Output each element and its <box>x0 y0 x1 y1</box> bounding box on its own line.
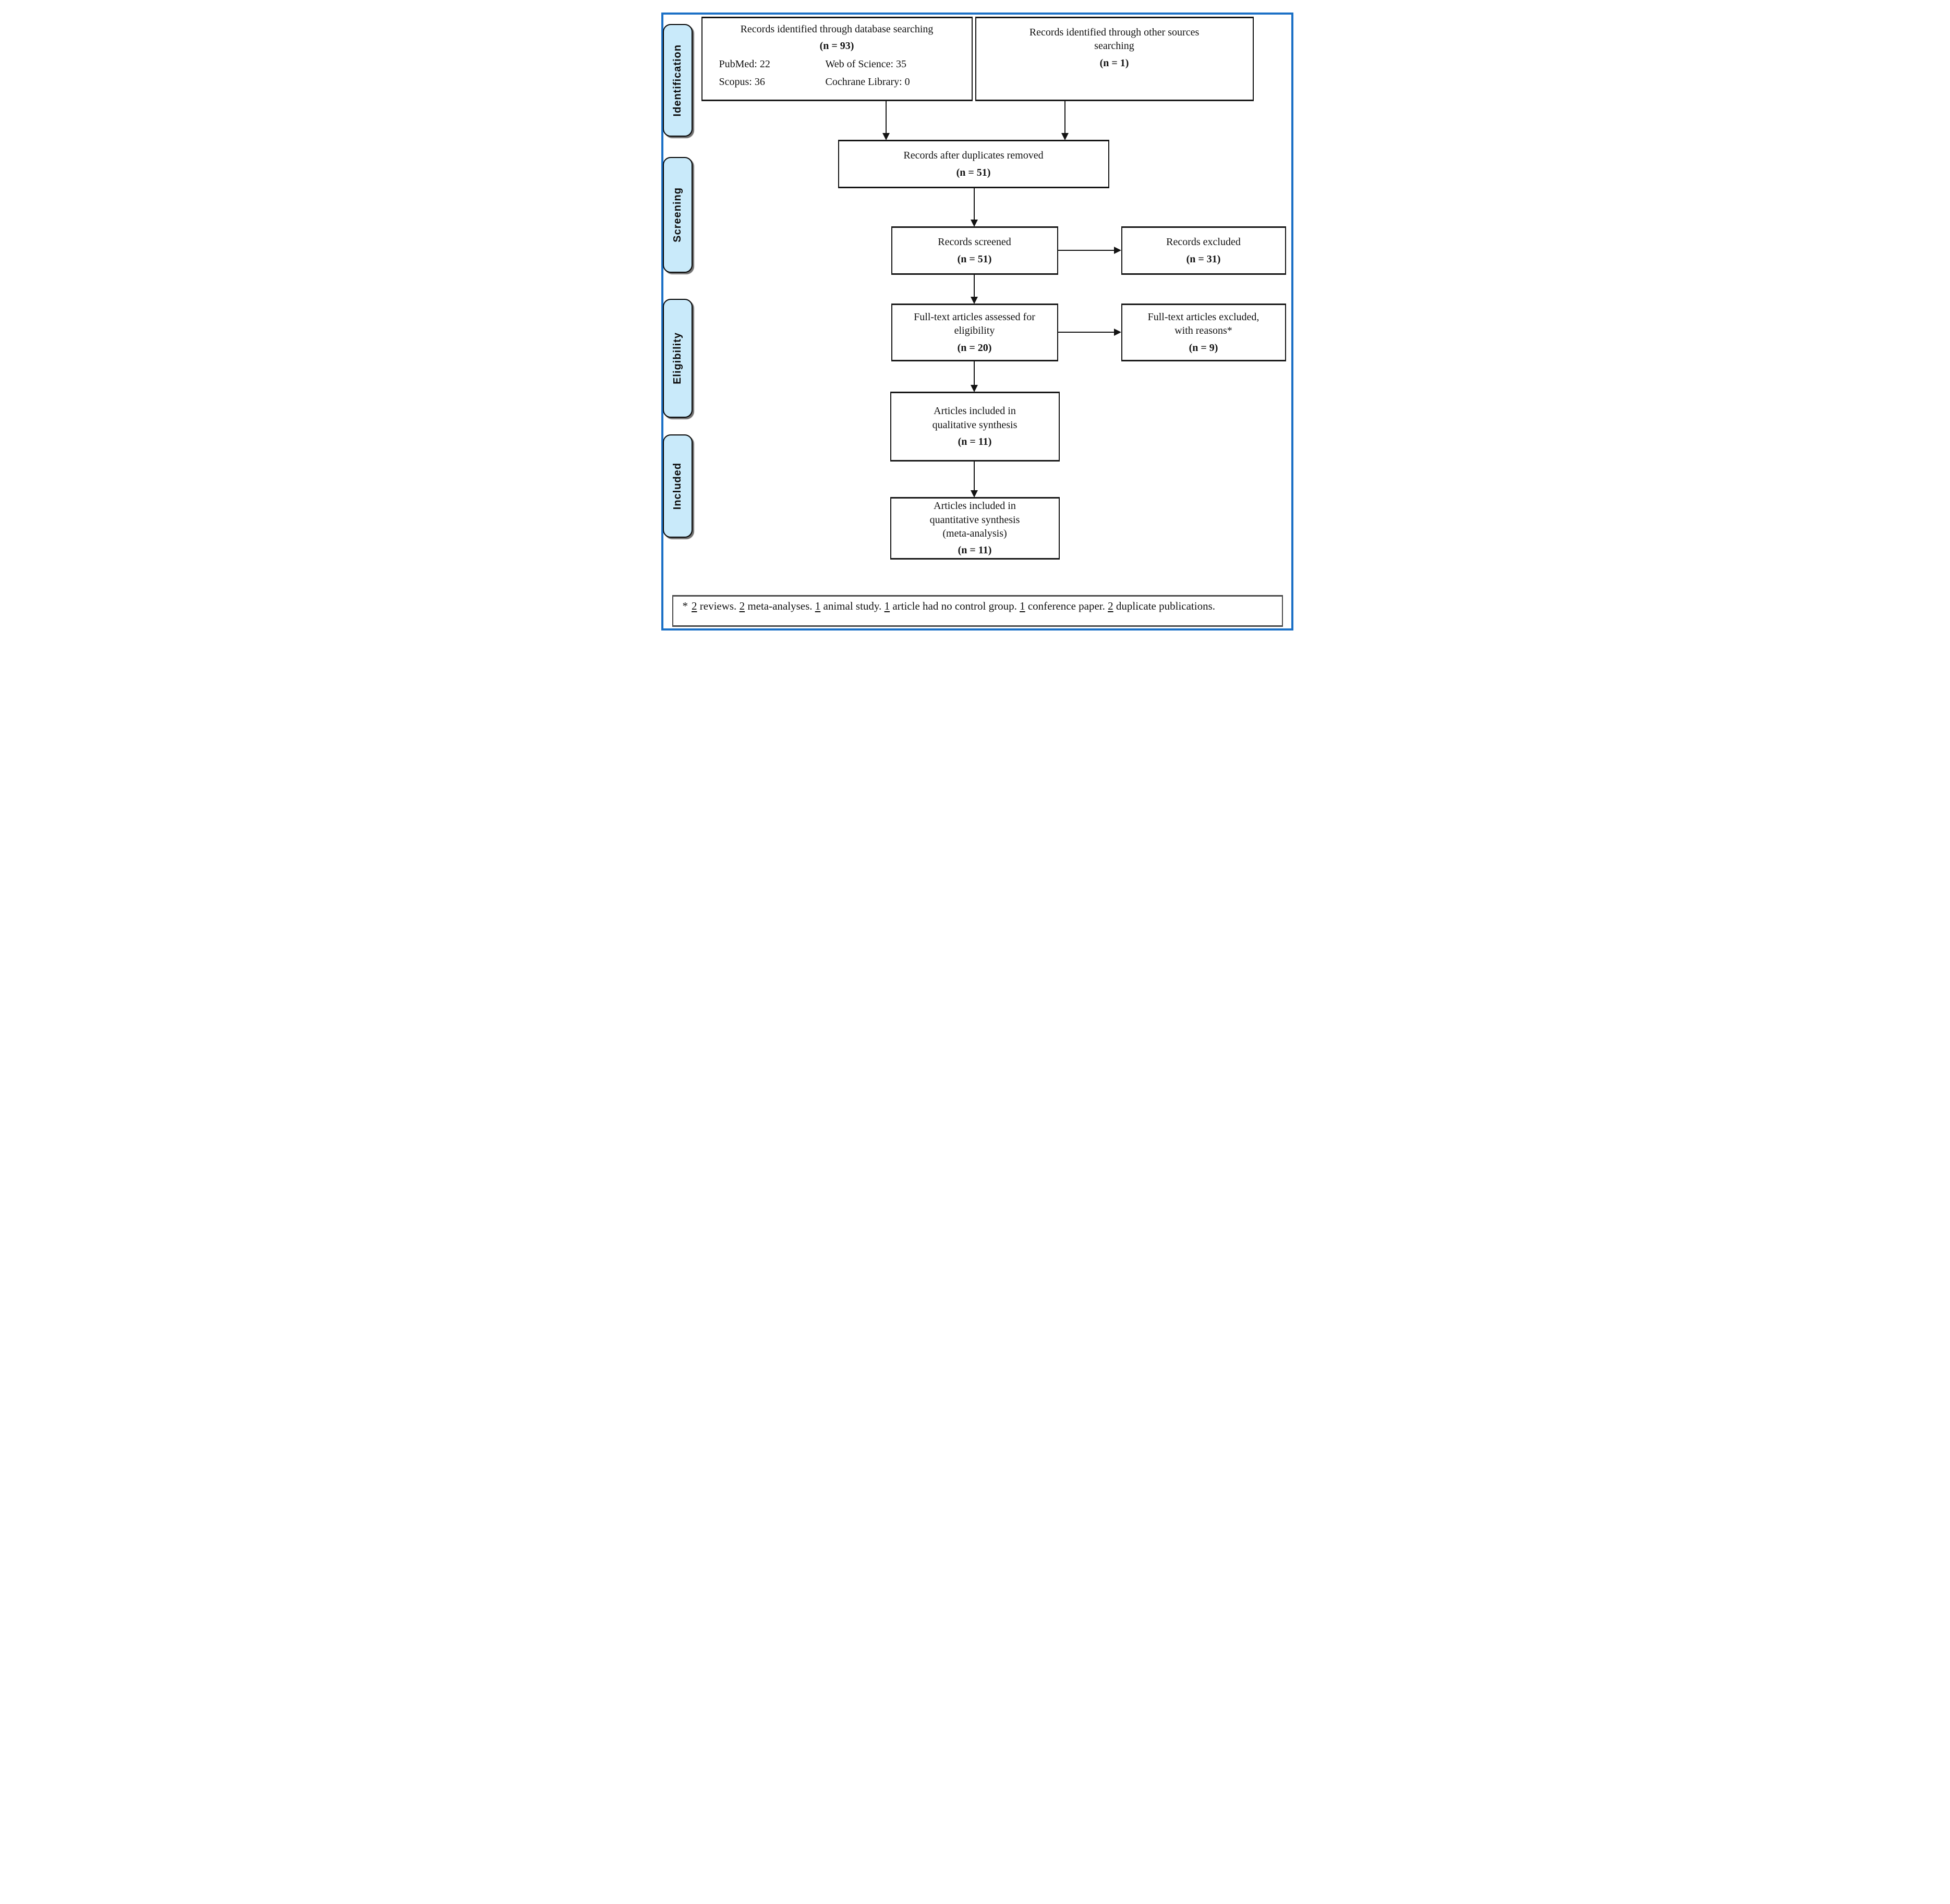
footnote-count: 2 <box>1108 600 1113 612</box>
footnote-count: 2 <box>739 600 745 612</box>
stage-label-text: Eligibility <box>671 332 683 384</box>
box-label: Records screened <box>938 236 1011 248</box>
arrowhead-down-icon <box>882 133 890 140</box>
stage-label-identification: Identification <box>662 24 693 137</box>
stage-label-eligibility: Eligibility <box>662 299 693 418</box>
box-label: Records identified through other sources… <box>1029 27 1200 52</box>
box-label: Records identified through database sear… <box>740 23 934 35</box>
arrowhead-down-icon <box>970 297 978 304</box>
arrow-line <box>1058 250 1116 251</box>
database-source-list: PubMed: 22 Web of Science: 35 Scopus: 36… <box>703 57 910 89</box>
box-count: (n = 51) <box>956 166 991 178</box>
box-label: Records excluded <box>1166 236 1241 248</box>
box-count: (n = 9) <box>1189 342 1218 354</box>
box-count: (n = 20) <box>957 342 992 354</box>
footnote-asterisk: * <box>682 600 688 612</box>
source-item: Cochrane Library: 0 <box>825 76 910 88</box>
stage-label-text: Screening <box>671 187 683 242</box>
box-count: (n = 93) <box>819 40 854 52</box>
footnote-reason: article had no control group. <box>890 600 1020 612</box>
arrow-line <box>973 462 975 491</box>
stage-label-included: Included <box>662 434 693 538</box>
footnote-count: 2 <box>692 600 697 612</box>
box-label: Articles included in qualitative synthes… <box>932 405 1018 431</box>
stage-label-text: Identification <box>671 44 683 117</box>
footnote-text: * 2 reviews. 2 meta-analyses. 1 animal st… <box>683 599 1242 613</box>
stage-label-screening: Screening <box>662 157 693 273</box>
box-records-screened: Records screened (n = 51) <box>891 226 1058 275</box>
box-records-excluded: Records excluded (n = 31) <box>1121 226 1286 275</box>
arrow-line <box>973 188 975 220</box>
stage-label-text: Included <box>671 462 683 510</box>
box-label: Articles included in quantitative synthe… <box>929 500 1020 539</box>
box-count: (n = 11) <box>958 436 992 448</box>
footnote-count: 1 <box>1020 600 1025 612</box>
box-duplicates-removed: Records after duplicates removed (n = 51… <box>838 140 1109 188</box>
box-count: (n = 51) <box>957 253 992 265</box>
box-count: (n = 11) <box>958 544 992 556</box>
box-qualitative-synthesis: Articles included in qualitative synthes… <box>890 392 1060 462</box>
arrowhead-right-icon <box>1113 329 1121 336</box>
footnote-reason: animal study. <box>820 600 885 612</box>
arrow-line <box>885 101 887 135</box>
arrowhead-down-icon <box>970 490 978 498</box>
prisma-flow-diagram: Identification Screening Eligibility Inc… <box>650 0 1300 635</box>
footnote-box: * 2 reviews. 2 meta-analyses. 1 animal st… <box>672 595 1283 627</box>
source-item: PubMed: 22 <box>719 58 770 70</box>
source-item: Scopus: 36 <box>719 76 765 88</box>
arrow-line <box>973 361 975 385</box>
arrowhead-down-icon <box>970 220 978 227</box>
arrowhead-right-icon <box>1113 247 1121 254</box>
box-records-database: Records identified through database sear… <box>701 17 973 101</box>
footnote-reason: duplicate publications. <box>1113 600 1216 612</box>
arrowhead-down-icon <box>970 385 978 392</box>
box-label: Records after duplicates removed <box>903 150 1044 162</box>
box-fulltext-excluded: Full-text articles excluded, with reason… <box>1121 304 1286 361</box>
footnote-count: 1 <box>815 600 821 612</box>
footnote-count: 1 <box>884 600 890 612</box>
source-item: Web of Science: 35 <box>825 58 907 70</box>
footnote-reason: conference paper. <box>1025 600 1108 612</box>
box-records-other-sources: Records identified through other sources… <box>975 17 1254 101</box>
footnote-reason: reviews. <box>697 600 740 612</box>
box-quantitative-synthesis: Articles included in quantitative synthe… <box>890 497 1060 560</box>
box-label: Full-text articles excluded, with reason… <box>1147 311 1259 337</box>
arrow-line <box>1064 101 1065 135</box>
arrow-line <box>1058 332 1116 333</box>
footnote-reason: meta-analyses. <box>745 600 815 612</box>
box-fulltext-assessed: Full-text articles assessed for eligibil… <box>891 304 1058 361</box>
box-label: Full-text articles assessed for eligibil… <box>914 311 1035 337</box>
box-count: (n = 1) <box>1099 57 1129 69</box>
box-count: (n = 31) <box>1186 253 1221 265</box>
arrow-line <box>973 275 975 297</box>
arrowhead-down-icon <box>1061 133 1069 140</box>
